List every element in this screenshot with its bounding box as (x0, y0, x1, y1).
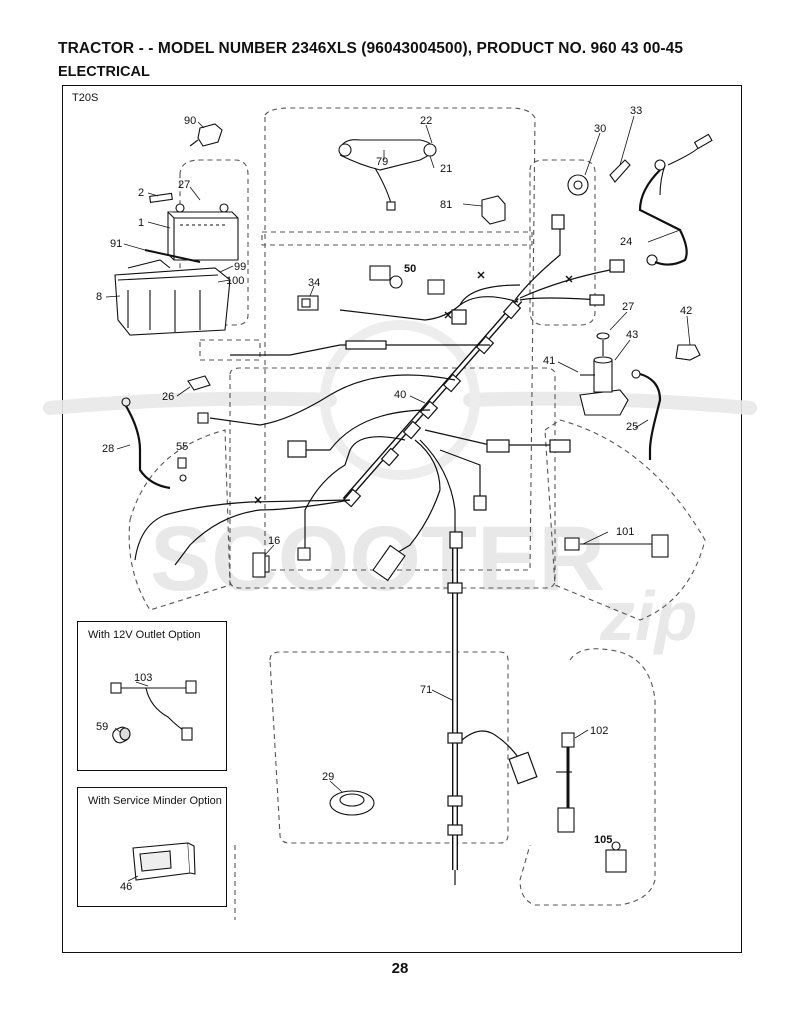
part-105 (605, 841, 627, 873)
main-harness (134, 214, 625, 566)
label-100: 100 (226, 275, 244, 287)
label-33: 33 (630, 105, 642, 117)
parts (114, 123, 713, 873)
switch-50 (369, 265, 445, 295)
label-22: 22 (420, 115, 432, 127)
battery (167, 203, 239, 261)
label-105: 105 (594, 834, 612, 846)
label-102: 102 (590, 725, 608, 737)
label-1: 1 (138, 217, 144, 229)
diagram-code: T20S (72, 92, 99, 104)
label-40: 40 (394, 389, 406, 401)
part-90 (189, 123, 223, 147)
label-71: 71 (420, 684, 432, 696)
labels: 90 22 79 21 33 30 2 27 1 81 91 24 99 100… (96, 105, 692, 846)
part-55 (177, 457, 187, 469)
label-30: 30 (594, 123, 606, 135)
label-81: 81 (440, 199, 452, 211)
label-46: 46 (120, 881, 132, 893)
horn-29 (329, 790, 375, 816)
inset-12v-outlet-title: With 12V Outlet Option (88, 629, 201, 641)
battery-tray (114, 259, 231, 336)
label-21: 21 (440, 163, 452, 175)
inset-service-minder: With Service Minder Option 46 (77, 787, 227, 907)
label-103: 103 (134, 672, 152, 684)
label-8: 8 (96, 291, 102, 303)
section-subtitle: ELECTRICAL (58, 64, 150, 80)
outlet-drawing: 103 59 (96, 672, 197, 744)
label-42: 42 (680, 305, 692, 317)
switch-34 (297, 295, 319, 311)
label-24: 24 (620, 236, 632, 248)
label-79: 79 (376, 156, 388, 168)
label-90: 90 (184, 115, 196, 127)
label-101: 101 (616, 526, 634, 538)
tractor-outline (128, 107, 706, 920)
label-41: 41 (543, 355, 555, 367)
ignition-30 (567, 174, 589, 196)
page-number: 28 (391, 960, 409, 977)
label-28: 28 (102, 443, 114, 455)
boot-42 (675, 344, 701, 361)
label-43: 43 (626, 329, 638, 341)
label-27b: 27 (622, 301, 634, 313)
part-101 (564, 534, 669, 558)
label-59: 59 (96, 721, 108, 733)
solenoid-43 (579, 332, 629, 416)
cable-28 (121, 397, 187, 490)
page-title: TRACTOR - - MODEL NUMBER 2346XLS (960430… (58, 40, 684, 57)
cable-24 (638, 133, 713, 266)
part-102 (556, 732, 575, 833)
headlights (338, 139, 437, 211)
label-50: 50 (404, 263, 416, 275)
diagram-frame (62, 85, 742, 953)
watermark: SCOOTER zip (43, 320, 757, 655)
label-2: 2 (138, 187, 144, 199)
label-27a: 27 (178, 179, 190, 191)
connector-vert (372, 544, 406, 582)
inset-12v-outlet: With 12V Outlet Option 103 59 (77, 621, 227, 771)
minder-drawing: 46 (120, 842, 196, 893)
watermark-text: SCOOTER (150, 508, 605, 610)
label-99: 99 (234, 261, 246, 273)
label-91: 91 (110, 238, 122, 250)
label-34: 34 (308, 277, 320, 289)
label-29: 29 (322, 771, 334, 783)
relay-81 (481, 195, 506, 225)
label-25: 25 (626, 421, 638, 433)
switch-16 (252, 552, 270, 578)
label-16: 16 (268, 535, 280, 547)
label-55: 55 (176, 441, 188, 453)
harness-71 (447, 531, 538, 885)
label-26: 26 (162, 391, 174, 403)
inset-service-minder-title: With Service Minder Option (88, 795, 222, 807)
cable-25 (631, 369, 662, 460)
